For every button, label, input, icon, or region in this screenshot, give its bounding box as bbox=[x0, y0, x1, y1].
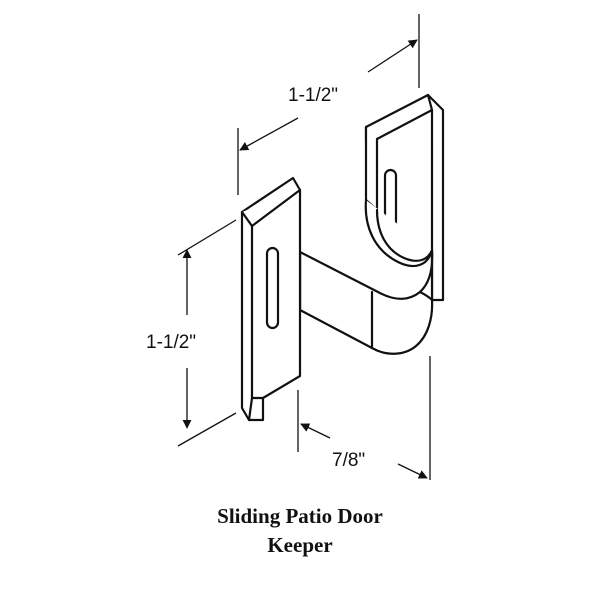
keeper-part bbox=[240, 93, 445, 422]
caption-subtitle: Keeper bbox=[267, 533, 333, 557]
dimension-arrow-top-right bbox=[367, 39, 418, 73]
extension-line-height-top bbox=[177, 219, 237, 256]
extension-line-height-bottom bbox=[177, 412, 237, 447]
bracket-arm bbox=[298, 198, 434, 355]
dimension-label-height: 1-1/2" bbox=[146, 332, 196, 353]
caption-title: Sliding Patio Door bbox=[217, 504, 383, 528]
front-plate-slot bbox=[265, 246, 280, 330]
dimension-lines bbox=[177, 14, 431, 480]
front-plate bbox=[240, 176, 302, 422]
dimension-label-depth: 7/8" bbox=[332, 450, 365, 471]
dimension-arrow-depth-right bbox=[397, 463, 428, 479]
dimension-arrow-top-left bbox=[239, 117, 299, 151]
dimension-label-top-width: 1-1/2" bbox=[288, 85, 338, 106]
dimension-arrow-depth-left bbox=[300, 423, 331, 439]
